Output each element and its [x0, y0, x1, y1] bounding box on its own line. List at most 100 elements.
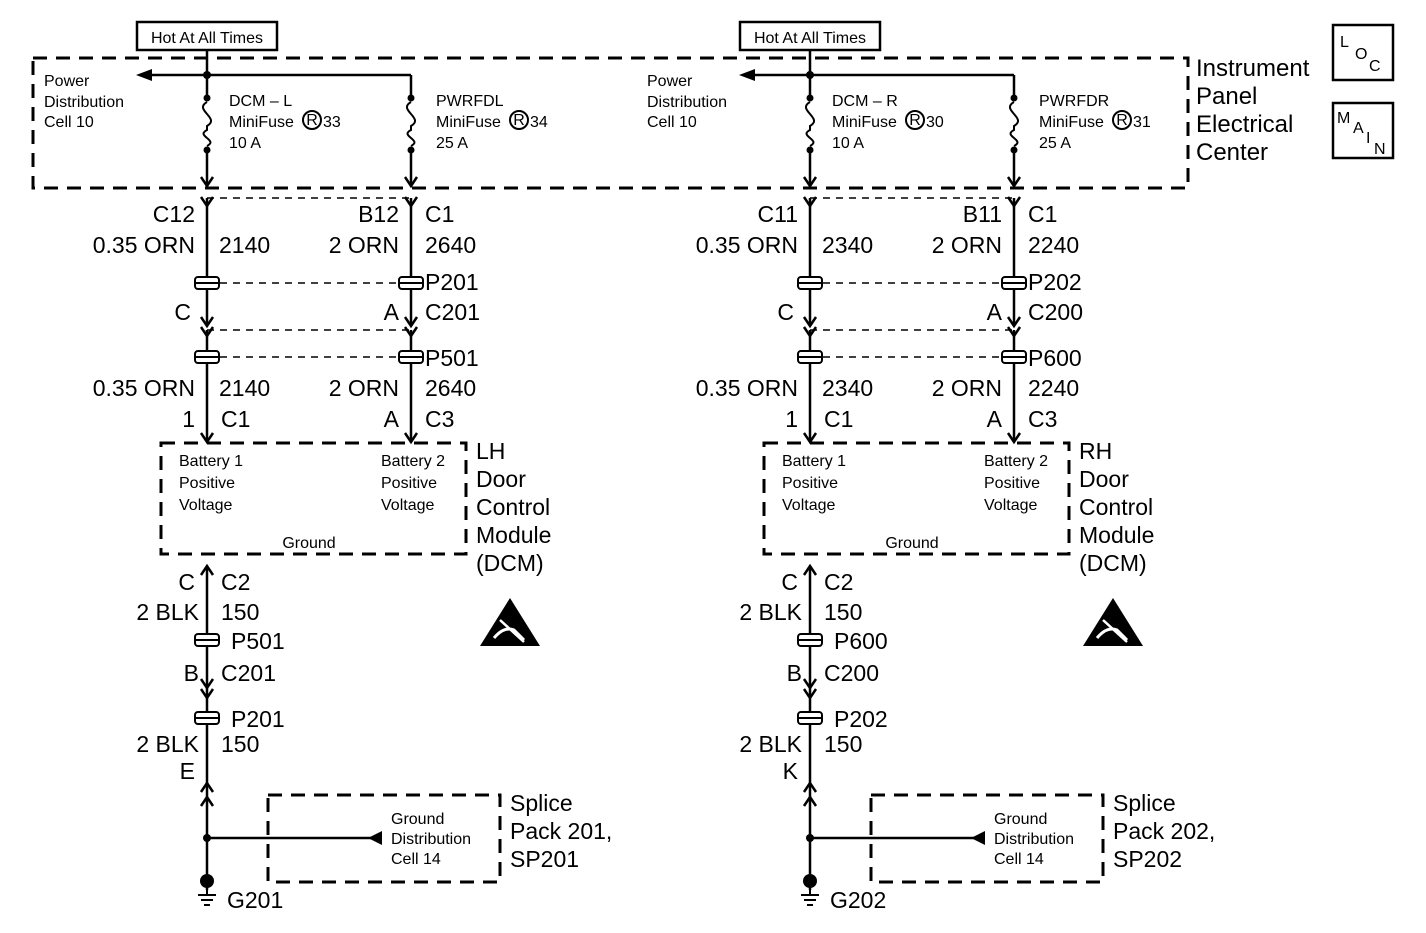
module-pin-2: A	[384, 406, 400, 432]
splice-node	[203, 834, 211, 842]
registered-icon	[905, 110, 925, 130]
fuse2-arrow	[1006, 176, 1022, 189]
module-conn-1: C1	[824, 406, 853, 432]
loc-icon: L O C	[1331, 23, 1395, 82]
svg-text:C: C	[1369, 58, 1381, 75]
ground-wire-color: 2 BLK	[136, 599, 199, 625]
splice-inner-arrow	[199, 794, 215, 807]
inline-connector-label: C201	[425, 299, 480, 325]
wire2-color: 2 ORN	[329, 232, 399, 258]
main-icon: M A I N	[1331, 101, 1395, 160]
wire1-color: 0.35 ORN	[93, 232, 195, 258]
fuse1-type: MiniFuse	[832, 114, 897, 131]
pass-through-2-label: P600	[1028, 345, 1082, 371]
registered-icon	[302, 110, 322, 130]
svg-text:M: M	[1337, 110, 1350, 127]
wire2-inline-pin: A	[384, 299, 400, 325]
splice-enclosure	[266, 793, 502, 884]
fuse2-rating: 25 A	[436, 135, 468, 152]
hot-label-box: Hot At All Times	[135, 20, 279, 52]
ipec-enclosure	[31, 56, 1190, 190]
inline-arrow-2	[403, 316, 419, 329]
splice-up-arrow	[802, 780, 818, 793]
module-name-line-1: RH	[1079, 438, 1112, 464]
fuse2-name: PWRFDR	[1039, 93, 1109, 110]
ground-inline-pin: B	[787, 660, 802, 686]
svg-text:N: N	[1374, 141, 1386, 158]
module-input2-line3: Voltage	[381, 497, 434, 514]
module-pin-2: A	[987, 406, 1003, 432]
gdc-arrow-icon	[971, 831, 985, 845]
inline-arrow-1	[199, 316, 215, 329]
ground-circuit: 150	[824, 599, 862, 625]
splice-name-2: Pack 202,	[1113, 818, 1215, 844]
pass-through-icon	[797, 633, 823, 647]
svg-text:I: I	[1366, 130, 1370, 147]
ground-conn: C2	[824, 569, 853, 595]
wire2-circuit-lower: 2640	[425, 375, 476, 401]
wire1-inline-pin: C	[174, 299, 191, 325]
module-input2-line1: Battery 2	[381, 453, 445, 470]
wire1-circuit-lower: 2140	[219, 375, 270, 401]
wire2-connector: C1	[425, 201, 454, 227]
module-arrow-2	[403, 432, 419, 445]
ground-inline-conn: C201	[221, 660, 276, 686]
pdc-label-3: Cell 10	[44, 114, 94, 131]
ipec-title-line-4: Center	[1196, 139, 1268, 166]
ground-inline-arrow-b	[199, 688, 215, 701]
fuse2-icon	[406, 94, 416, 154]
esd-warning-icon	[480, 598, 540, 646]
gdc-label-3: Cell 14	[994, 851, 1044, 868]
svg-text:L: L	[1340, 34, 1349, 51]
wire2-circuit-lower: 2240	[1028, 375, 1079, 401]
ground-inline-conn: C200	[824, 660, 879, 686]
ipec-block: Instrument Panel Electrical Center L O C…	[31, 23, 1395, 190]
pdc-label-3: Cell 10	[647, 114, 697, 131]
module-input2-line3: Voltage	[984, 497, 1037, 514]
module-input1-line2: Positive	[179, 475, 235, 492]
inline-arrow-1	[802, 316, 818, 329]
module-name-line-4: Module	[1079, 522, 1154, 548]
fuse2-arrow	[403, 176, 419, 189]
module-conn-2: C3	[1028, 406, 1057, 432]
splice-name-2: Pack 201,	[510, 818, 612, 844]
gdc-label-2: Distribution	[994, 831, 1074, 848]
module-input2-line1: Battery 2	[984, 453, 1048, 470]
module-name-line-1: LH	[476, 438, 505, 464]
splice-enclosure	[869, 793, 1105, 884]
pass-through-2-label: P501	[425, 345, 479, 371]
splice-node	[806, 834, 814, 842]
gdc-label-2: Distribution	[391, 831, 471, 848]
fuse1-mark: R	[306, 112, 318, 129]
pass-through-icon	[797, 711, 823, 725]
wire2-connector: C1	[1028, 201, 1057, 227]
module-input1-line1: Battery 1	[179, 453, 243, 470]
wire2-color: 2 ORN	[932, 232, 1002, 258]
wire1-circuit: 2140	[219, 232, 270, 258]
fuse1-mark: R	[909, 112, 921, 129]
fuse1-type: MiniFuse	[229, 114, 294, 131]
ground-label: G201	[227, 887, 283, 913]
ground-conn: C2	[221, 569, 250, 595]
pdc-label-2: Distribution	[647, 94, 727, 111]
wire1-inline-pin: C	[777, 299, 794, 325]
ground-pin: C	[178, 569, 195, 595]
pass-through-icon	[194, 276, 220, 290]
fuse1-number: 30	[926, 114, 944, 131]
fuse1-name: DCM – R	[832, 93, 898, 110]
ground-eyelet	[200, 874, 214, 888]
module-ground-label: Ground	[885, 535, 938, 552]
wire2-pin: B11	[963, 201, 1002, 227]
ground-inline-arrow	[802, 678, 818, 691]
wire2-pin: B12	[358, 201, 399, 227]
fuse2-mark: R	[513, 112, 525, 129]
inline-connector-label: C200	[1028, 299, 1083, 325]
inline-arrow-2	[1006, 316, 1022, 329]
splice-name-1: Splice	[1113, 790, 1176, 816]
pass-through-icon	[398, 276, 424, 290]
fuse1-rating: 10 A	[832, 135, 864, 152]
ipec-title-line-3: Electrical	[1196, 111, 1293, 138]
pdc-label-1: Power	[647, 73, 693, 90]
splice-inner-arrow	[802, 794, 818, 807]
